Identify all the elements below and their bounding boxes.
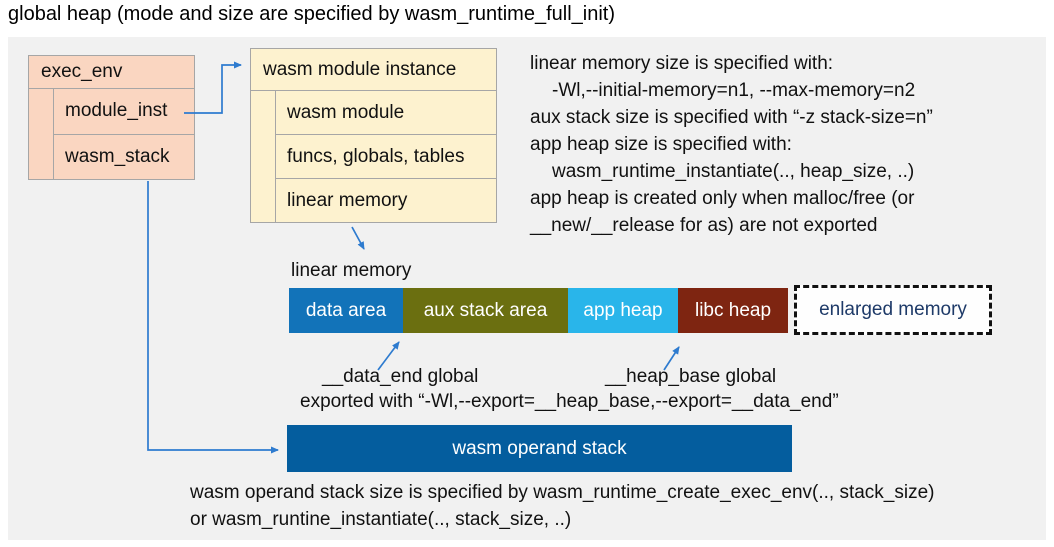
- wasm-operand-stack-bar: wasm operand stack: [287, 425, 792, 472]
- exported-with-label: exported with “-Wl,--export=__heap_base,…: [300, 391, 839, 412]
- row-linear-memory: linear memory: [276, 178, 496, 222]
- segment-enlarged-memory: enlarged memory: [794, 285, 992, 335]
- bottom-notes: wasm operand stack size is specified by …: [190, 479, 935, 533]
- exec-env-box: exec_env module_inst wasm_stack: [28, 55, 195, 180]
- wasm-module-instance-header: wasm module instance: [251, 49, 496, 91]
- right-notes: linear memory size is specified with: -W…: [530, 50, 1046, 239]
- note-line: __new/__release for as) are not exported: [530, 215, 878, 236]
- segment-aux-stack-area: aux stack area: [403, 288, 568, 333]
- linear-memory-label: linear memory: [291, 260, 412, 281]
- heap-base-global-label: __heap_base global: [605, 366, 777, 387]
- note-line: -Wl,--initial-memory=n1, --max-memory=n2: [552, 80, 916, 101]
- data-end-global-label: __data_end global: [322, 366, 479, 387]
- wasm-module-instance-body: wasm module funcs, globals, tables linea…: [251, 91, 496, 222]
- diagram-title: global heap (mode and size are specified…: [8, 3, 615, 25]
- row-wasm-module: wasm module: [287, 101, 405, 123]
- note-line: or wasm_runtine_instantiate(.., stack_si…: [190, 509, 572, 530]
- exec-env-row-wasm-stack: wasm_stack: [54, 133, 194, 180]
- note-line: linear memory size is specified with:: [530, 53, 834, 74]
- note-line: app heap is created only when malloc/fre…: [530, 188, 915, 209]
- note-line: wasm_runtime_instantiate(.., heap_size, …: [552, 161, 915, 182]
- note-line: aux stack size is specified with “-z sta…: [530, 107, 933, 128]
- segment-app-heap: app heap: [568, 288, 678, 333]
- segment-libc-heap: libc heap: [678, 288, 788, 333]
- row-funcs-globals-tables: funcs, globals, tables: [276, 134, 496, 178]
- note-line: app heap size is specified with:: [530, 134, 792, 155]
- note-line: wasm operand stack size is specified by …: [190, 482, 935, 503]
- linear-memory-bar: data area aux stack area app heap libc h…: [289, 288, 788, 333]
- exec-env-row-module-inst: module_inst: [65, 100, 168, 122]
- exec-env-header: exec_env: [29, 56, 194, 89]
- segment-data-area: data area: [289, 288, 403, 333]
- wasm-module-instance-left-strip: [251, 91, 276, 222]
- exec-env-left-strip: [29, 89, 54, 179]
- exec-env-body: module_inst wasm_stack: [29, 89, 194, 179]
- wasm-module-instance-box: wasm module instance wasm module funcs, …: [250, 48, 497, 223]
